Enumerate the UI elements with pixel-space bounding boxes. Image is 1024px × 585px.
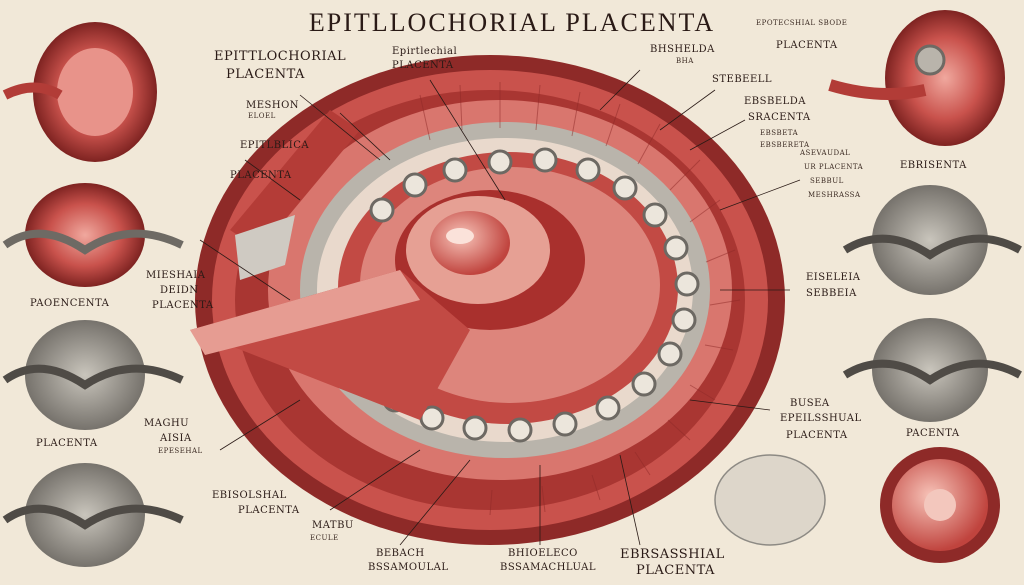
label-placenta-left-2: PLACENTA — [36, 438, 98, 449]
label-busea-3: PLACENTA — [786, 430, 848, 441]
label-epit-left: EPITTLOCHORIAL — [214, 49, 347, 64]
label-epotec-2: PLACENTA — [776, 40, 838, 51]
thumb-left-2 — [2, 183, 184, 287]
label-bushda-2: BHA — [676, 57, 694, 65]
label-adsavou-2: UR PLACENTA — [804, 163, 864, 171]
label-bushda: BHSHELDA — [650, 44, 715, 55]
label-matbu: MATBU — [312, 520, 354, 531]
label-ebsbeta: EBSBETA — [760, 129, 799, 137]
label-ebisil: EBISOLSHAL — [212, 490, 287, 501]
label-busea: BUSEA — [790, 398, 830, 409]
label-mesia-3: PLACENTA — [152, 300, 214, 311]
thumb-bottom-sketch — [714, 454, 826, 546]
label-meshon: MESHON — [246, 100, 300, 111]
label-adsavou: ASEVAUDAL — [800, 149, 851, 157]
label-esbelda: EBSBELDA — [744, 96, 807, 107]
label-epit-center-2: PLACENTA — [392, 60, 454, 71]
label-eiseleia-2: SEBBEIA — [806, 288, 857, 299]
label-bhioeleco-2: BSSAMACHLUAL — [500, 562, 597, 573]
label-adsavou-3: SEBBUL — [810, 177, 844, 185]
label-placenta-left: PAOENCENTA — [30, 298, 110, 309]
label-ebrisenta: EBRISENTA — [900, 160, 967, 171]
label-magnu-3: EPESEHAL — [158, 447, 203, 455]
label-epitl-mid: EPITLBLICA — [240, 140, 310, 151]
label-bebach: BEBACH — [376, 548, 425, 559]
label-stbell: STEBEELL — [712, 74, 773, 85]
main-placenta-section — [195, 55, 785, 545]
thumb-left-1 — [2, 22, 157, 162]
label-epitl-mid-2: PLACENTA — [230, 170, 292, 181]
thumb-right-3 — [842, 318, 1022, 422]
label-epotec: EPOTECSHIAL SBODE — [756, 19, 848, 27]
leader-lines — [199, 69, 801, 546]
vessel-ring — [332, 147, 700, 443]
thumb-left-3 — [2, 320, 184, 430]
striations — [419, 82, 741, 516]
label-ebsal-2: PLACENTA — [636, 563, 715, 578]
label-magnu-2: AISIA — [160, 433, 192, 444]
label-bebach-2: BSSAMOULAL — [368, 562, 449, 573]
label-adsavou-4: MESHRASSA — [808, 191, 861, 199]
label-ebisil-2: PLACENTA — [238, 505, 300, 516]
thumb-right-2 — [842, 185, 1022, 295]
cross-section-fan — [190, 110, 470, 420]
label-epit-center: Epirtlechial — [392, 46, 458, 57]
thumb-right-4 — [880, 447, 1000, 563]
label-mesia: MIESHAIA — [146, 270, 206, 281]
label-mesia-2: DEIDN — [160, 285, 199, 296]
label-eiseleia: EISELEIA — [806, 272, 861, 283]
label-ebsbetb: EBSBERETA — [760, 141, 810, 149]
label-esbelda-2: SRACENTA — [748, 112, 811, 123]
label-bhioeleco: BHIOELECO — [508, 548, 578, 559]
thumb-right-1 — [828, 10, 1005, 146]
label-matbu-2: ECULE — [310, 534, 339, 542]
label-ebsal: EBRSASSHIAL — [620, 547, 725, 562]
label-meshon-2: ELOEL — [248, 112, 276, 120]
label-busea-2: EPEILSSHUAL — [780, 413, 862, 424]
thumb-left-4 — [2, 463, 184, 567]
label-epit-left-2: PLACENTA — [226, 67, 305, 82]
diagram-title: EPITLLOCHORIAL PLACENTA — [308, 8, 716, 37]
label-magnu: MAGHU — [144, 418, 190, 429]
label-placenta-right: PACENTA — [906, 428, 960, 439]
